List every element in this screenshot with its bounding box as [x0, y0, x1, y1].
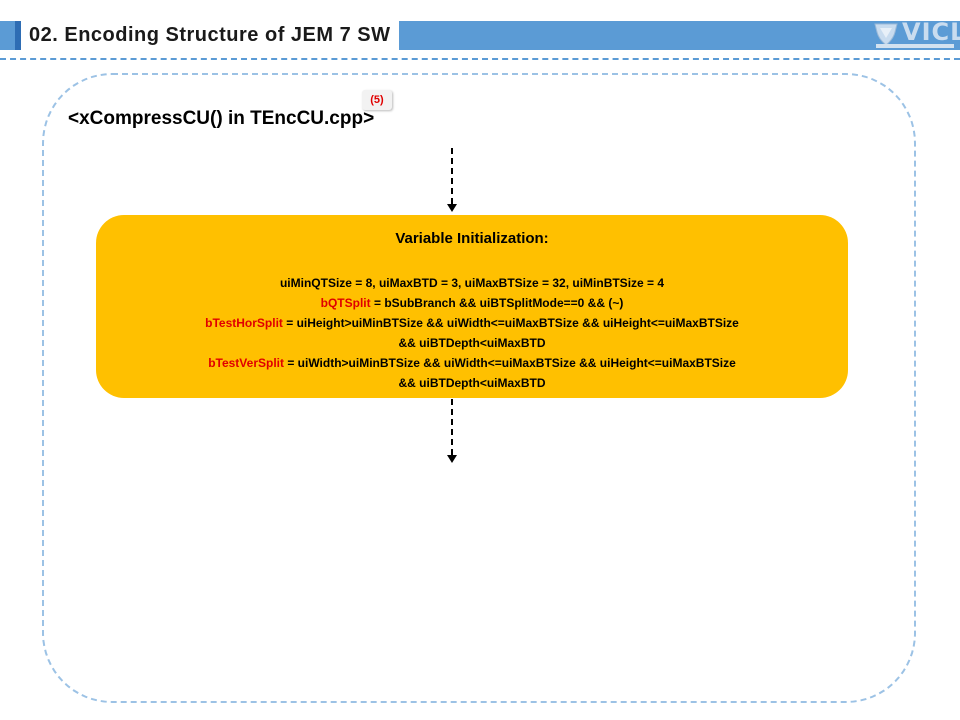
highlight-variable: bTestVerSplit [208, 356, 284, 370]
slide-title: 02. Encoding Structure of JEM 7 SW [21, 21, 399, 50]
header-accent [15, 21, 21, 50]
code-line: && uiBTDepth<uiMaxBTD [398, 376, 546, 390]
code-text: = uiWidth>uiMinBTSize && uiWidth<=uiMaxB… [283, 356, 736, 370]
highlight-variable: bTestHorSplit [205, 316, 283, 330]
vicl-logo-icon: VICL [872, 18, 960, 52]
code-line: bTestHorSplit = uiHeight>uiMinBTSize && … [96, 313, 848, 333]
code-text: = bSubBranch && uiBTSplitMode==0 && (~) [370, 296, 624, 310]
logo-subtitle-bar [876, 44, 954, 48]
code-text: = uiHeight>uiMinBTSize && uiWidth<=uiMax… [282, 316, 739, 330]
logo-text: VICL [902, 18, 960, 46]
dashed-down-arrow-icon [446, 399, 458, 465]
dashed-down-arrow-icon [446, 148, 458, 214]
box-code-lines: uiMinQTSize = 8, uiMaxBTD = 3, uiMaxBTSi… [96, 273, 848, 393]
variable-initialization-box: Variable Initialization: uiMinQTSize = 8… [96, 215, 848, 398]
step-badge: (5) [362, 90, 392, 110]
code-line: && uiBTDepth<uiMaxBTD [398, 336, 546, 350]
code-line: bQTSplit = bSubBranch && uiBTSplitMode==… [96, 293, 848, 313]
code-line: bTestVerSplit = uiWidth>uiMinBTSize && u… [96, 353, 848, 373]
content-frame [42, 73, 916, 703]
box-title: Variable Initialization: [395, 230, 549, 247]
header-divider [0, 58, 960, 60]
code-line: uiMinQTSize = 8, uiMaxBTD = 3, uiMaxBTSi… [279, 276, 665, 290]
highlight-variable: bQTSplit [320, 296, 371, 310]
function-title: <xCompressCU() in TEncCU.cpp> [68, 108, 375, 129]
